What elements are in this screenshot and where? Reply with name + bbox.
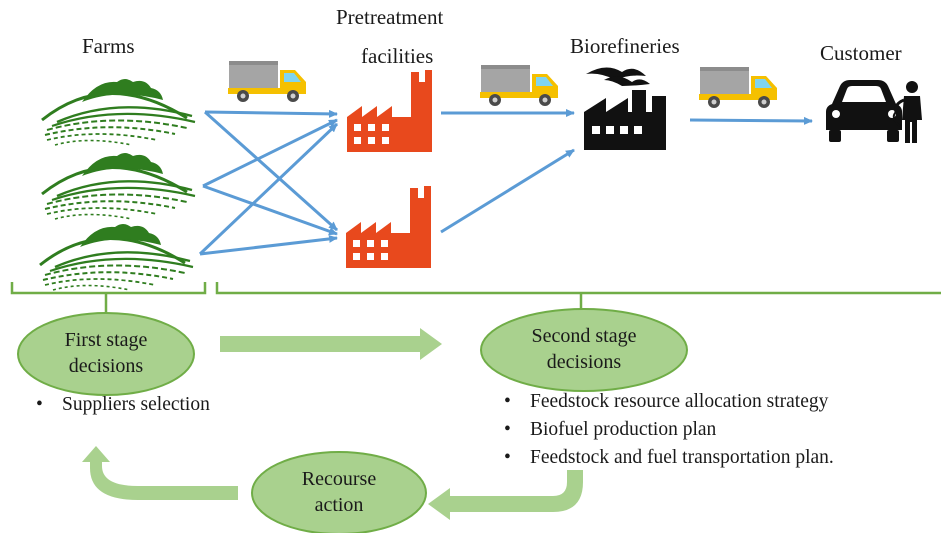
flow-arrows: [198, 109, 813, 256]
farms-label: Farms: [82, 34, 135, 58]
recourse-line2: action: [314, 494, 364, 516]
first-to-second-arrow: [220, 328, 442, 360]
list-item: Suppliers selection: [32, 391, 210, 419]
farm-field-icon: [40, 77, 197, 147]
pretreatment-label-line2: facilities: [361, 44, 434, 68]
biorefineries-label: Biorefineries: [570, 34, 680, 58]
first-stage-text: First stage decisions: [18, 327, 194, 379]
second-stage-line2: decisions: [546, 351, 622, 373]
pretreatment-label-line1: Pretreatment: [336, 5, 444, 29]
truck-icon: [699, 67, 777, 108]
first-stage-line1: First stage: [64, 329, 148, 351]
list-item: Feedstock and fuel transportation plan.: [500, 444, 834, 472]
first-stage-list: Suppliers selection: [32, 391, 210, 419]
list-item: Feedstock resource allocation strategy: [500, 388, 834, 416]
biorefinery-icon: [584, 67, 666, 150]
truck-icon: [480, 65, 558, 106]
stage-brackets: [10, 282, 941, 312]
factory-icon: [347, 70, 432, 152]
car-fuel-pump-icon: [826, 80, 922, 143]
factory-icon: [346, 186, 431, 268]
recourse-text: Recourse action: [252, 466, 426, 518]
recourse-line1: Recourse: [301, 468, 377, 490]
customer-label: Customer: [820, 41, 902, 65]
list-item: Biofuel production plan: [500, 416, 834, 444]
recourse-to-first-arrow: [82, 446, 238, 500]
second-stage-list: Feedstock resource allocation strategy B…: [500, 388, 834, 472]
second-stage-line1: Second stage: [531, 325, 637, 347]
second-stage-text: Second stage decisions: [481, 323, 687, 375]
second-to-recourse-arrow: [428, 470, 583, 520]
first-stage-line2: decisions: [68, 355, 144, 377]
truck-icon: [228, 61, 306, 102]
farm-field-icon: [38, 222, 195, 292]
farm-field-icon: [40, 151, 197, 221]
